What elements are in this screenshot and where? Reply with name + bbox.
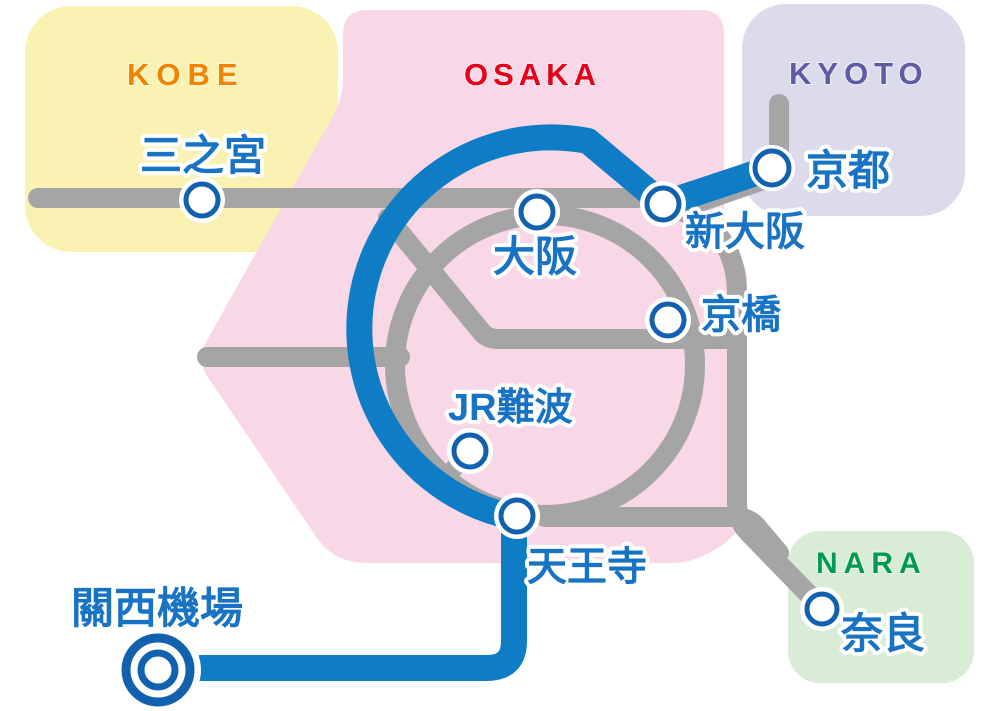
station-label-kyobashi: 京橋 <box>701 293 781 337</box>
station-node-sannomiya <box>183 181 221 219</box>
region-label-kyoto: KYOTO <box>789 56 929 91</box>
station-node-shin-osaka <box>644 185 682 223</box>
station-node-kyoto <box>752 148 792 188</box>
airport-express-line <box>199 124 776 681</box>
airport-inner-ring <box>137 649 179 691</box>
airport-terminus-icon <box>121 633 195 707</box>
region-nara-area <box>788 531 974 683</box>
region-label-osaka: OSAKA <box>464 57 601 92</box>
station-node-osaka <box>518 193 556 231</box>
station-node-nara <box>804 591 840 627</box>
region-label-nara: NARA <box>816 547 927 580</box>
station-label-kyoto: 京都 <box>806 147 890 194</box>
station-label-kansai-airport: 關西機場 <box>71 585 243 633</box>
station-label-nara: 奈良 <box>840 610 925 657</box>
station-labels: 三之宮 大阪 新大阪 京都 京橋 JR難波 天王寺 奈良 關西機場 <box>67 128 929 661</box>
region-label-kobe: KOBE <box>127 57 245 92</box>
jr-tozai-inner-line <box>378 208 747 349</box>
jr-yamatoji-line <box>535 507 789 563</box>
station-node-kyobashi <box>649 301 687 339</box>
station-nodes <box>121 148 840 707</box>
station-node-tennoji <box>498 497 536 535</box>
region-labels: KOBE OSAKA KYOTO NARA <box>126 55 929 581</box>
station-label-tennoji: 天王寺 <box>527 545 647 589</box>
station-label-sannomiya: 三之宮 <box>140 132 266 179</box>
station-label-shin-osaka: 新大阪 <box>685 210 805 254</box>
station-label-osaka: 大阪 <box>493 233 577 280</box>
region-kyoto-area <box>742 4 965 216</box>
station-node-jr-namba <box>451 432 489 470</box>
station-label-jr-namba: JR難波 <box>448 387 573 429</box>
